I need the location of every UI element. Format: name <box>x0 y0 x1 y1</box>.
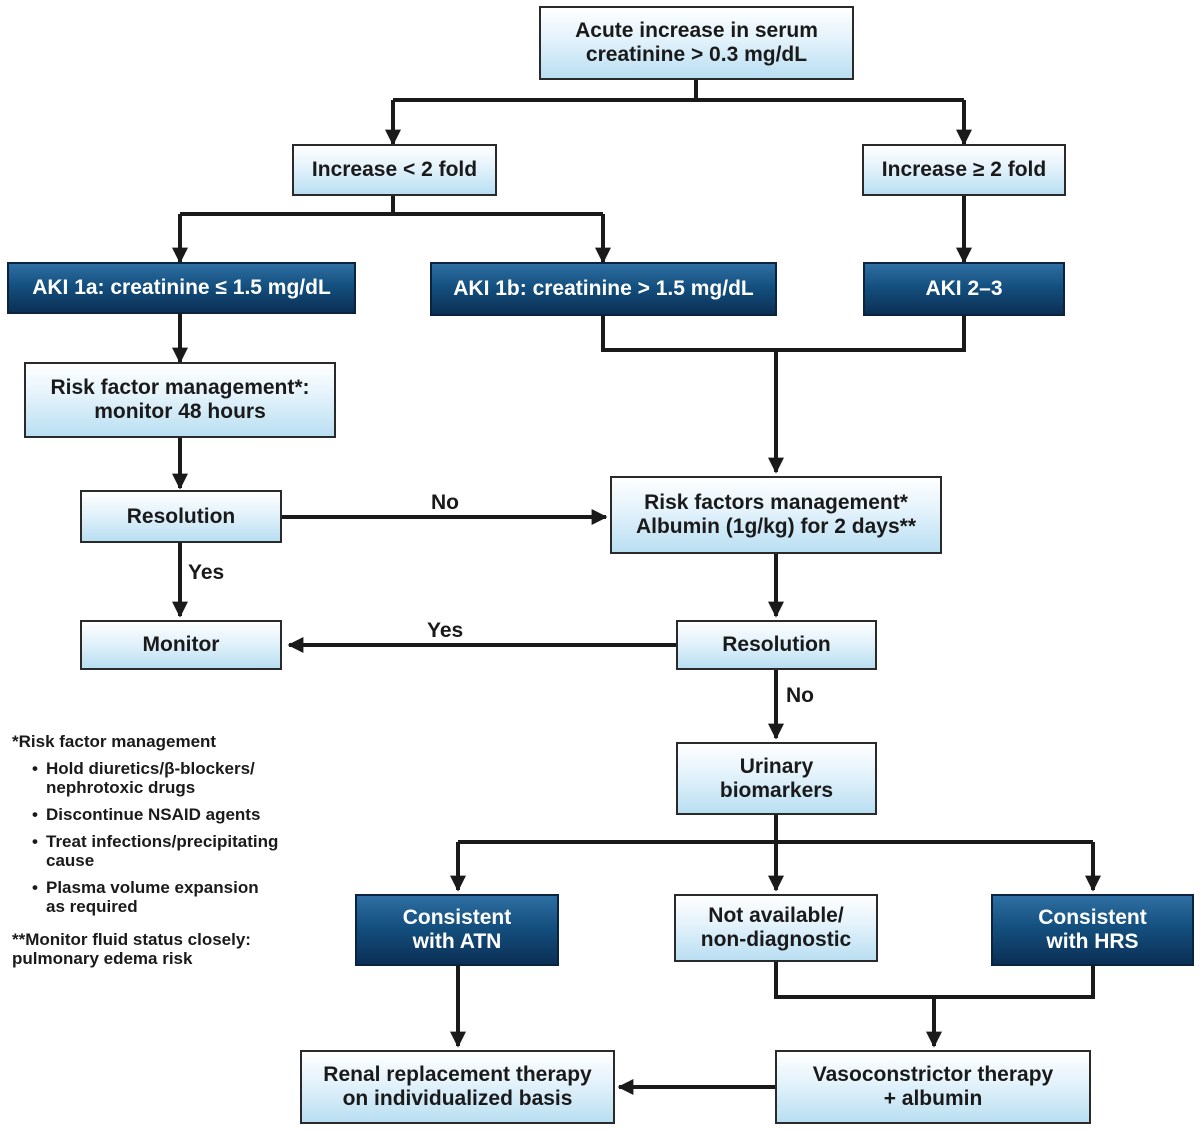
node-renal-replacement: Renal replacement therapy on individuali… <box>300 1050 615 1124</box>
footnotes-item-line1: Hold diuretics/β-blockers/ <box>46 759 255 778</box>
footnotes-item-line1: Plasma volume expansion <box>46 878 259 897</box>
node-risk-factors-albumin: Risk factors management* Albumin (1g/kg)… <box>610 476 942 554</box>
node-risk-factor-monitor-line1: Risk factor management*: <box>50 376 310 399</box>
node-urinary-biomarkers-line1: Urinary <box>739 754 814 778</box>
node-aki-1a-label: AKI 1a: creatinine ≤ 1.5 mg/dL <box>32 276 331 299</box>
node-vasoconstrictor-line2: + albumin <box>883 1087 983 1110</box>
node-acute-increase-line1: Acute increase in serum <box>575 19 818 42</box>
footnotes-list: • Hold diuretics/β-blockers/ nephrotoxic… <box>12 759 332 916</box>
node-vasoconstrictor-line1: Vasoconstrictor therapy <box>812 1063 1054 1086</box>
bullet-icon: • <box>32 759 38 778</box>
node-risk-factors-albumin-line1: Risk factors management* <box>644 491 908 514</box>
node-risk-factors-albumin-line2: Albumin (1g/kg) for 2 days** <box>635 515 917 538</box>
footnotes-item-line2: nephrotoxic drugs <box>46 778 196 797</box>
footnotes-heading: *Risk factor management <box>12 732 217 751</box>
footnotes-item-line2: as required <box>46 897 138 916</box>
node-renal-replacement-line1: Renal replacement therapy <box>323 1063 592 1086</box>
node-not-available-line2: non-diagnostic <box>700 928 852 951</box>
node-consistent-hrs-line1: Consistent <box>1038 906 1147 929</box>
bullet-icon: • <box>32 878 38 897</box>
footnotes-item-line1: Treat infections/precipitating <box>46 832 279 851</box>
footnotes: *Risk factor management • Hold diuretics… <box>12 732 332 968</box>
node-increase-ge-2-fold-label: Increase ≥ 2 fold <box>881 158 1047 181</box>
edge-start-split <box>393 80 964 102</box>
footnotes-item: • Hold diuretics/β-blockers/ nephrotoxic… <box>32 759 332 797</box>
node-increase-lt-2-fold-label: Increase < 2 fold <box>311 158 478 181</box>
footnote-monitor-line2: pulmonary edema risk <box>12 949 193 968</box>
node-consistent-hrs-line2: with HRS <box>1046 930 1139 953</box>
node-acute-increase: Acute increase in serum creatinine > 0.3… <box>539 6 854 80</box>
edge-urinary-split <box>458 815 1093 844</box>
node-aki-2-3: AKI 2–3 <box>863 262 1065 316</box>
node-resolution-left-label: Resolution <box>126 504 236 528</box>
node-increase-lt-2-fold: Increase < 2 fold <box>292 144 497 196</box>
node-aki-1a: AKI 1a: creatinine ≤ 1.5 mg/dL <box>7 262 356 314</box>
node-resolution-right: Resolution <box>676 620 877 670</box>
node-renal-replacement-line2: on individualized basis <box>342 1087 573 1110</box>
bullet-icon: • <box>32 832 38 851</box>
node-monitor-label: Monitor <box>142 633 220 656</box>
node-consistent-atn-line2: with ATN <box>412 930 502 953</box>
bullet-icon: • <box>32 805 38 824</box>
node-vasoconstrictor: Vasoconstrictor therapy + albumin <box>775 1050 1091 1124</box>
edge-label-no-resolution-left: No <box>431 491 459 514</box>
footnote-monitor-line1: **Monitor fluid status closely: <box>12 930 251 949</box>
edge-label-yes-resolution-left: Yes <box>188 561 225 584</box>
node-not-available-line1: Not available/ <box>708 904 844 927</box>
node-aki-1b: AKI 1b: creatinine > 1.5 mg/dL <box>430 262 777 316</box>
node-resolution-left: Resolution <box>80 490 282 543</box>
edge-aki1b-aki23-merge <box>601 316 966 470</box>
node-acute-increase-line2: creatinine > 0.3 mg/dL <box>585 43 808 66</box>
node-consistent-hrs: Consistent with HRS <box>991 894 1194 966</box>
footnotes-item-line1: Discontinue NSAID agents <box>46 805 261 824</box>
footnotes-item-line2: cause <box>46 851 95 870</box>
node-consistent-atn-line1: Consistent <box>402 906 512 929</box>
node-consistent-atn: Consistent with ATN <box>355 894 559 966</box>
footnotes-item: • Plasma volume expansion as required <box>32 878 332 916</box>
node-monitor: Monitor <box>80 620 282 670</box>
node-risk-factor-monitor: Risk factor management*: monitor 48 hour… <box>24 362 336 438</box>
node-risk-factor-monitor-line2: monitor 48 hours <box>94 400 266 423</box>
node-urinary-biomarkers-line2: biomarkers <box>719 778 834 802</box>
edge-label-no-resolution-right: No <box>786 684 814 707</box>
node-not-available: Not available/ non-diagnostic <box>674 894 878 962</box>
node-aki-1b-label: AKI 1b: creatinine > 1.5 mg/dL <box>453 277 754 300</box>
edge-na-hrs-merge <box>774 962 1095 1046</box>
edge-lt2fold-split <box>180 196 603 216</box>
footnotes-item: • Treat infections/precipitating cause <box>32 832 332 870</box>
node-aki-2-3-label: AKI 2–3 <box>925 277 1003 300</box>
footnotes-item: • Discontinue NSAID agents <box>32 805 332 824</box>
edge-label-yes-resolution-right: Yes <box>427 619 464 642</box>
node-resolution-right-label: Resolution <box>722 633 831 656</box>
node-urinary-biomarkers: Urinary biomarkers <box>676 742 877 815</box>
node-increase-ge-2-fold: Increase ≥ 2 fold <box>862 144 1066 196</box>
